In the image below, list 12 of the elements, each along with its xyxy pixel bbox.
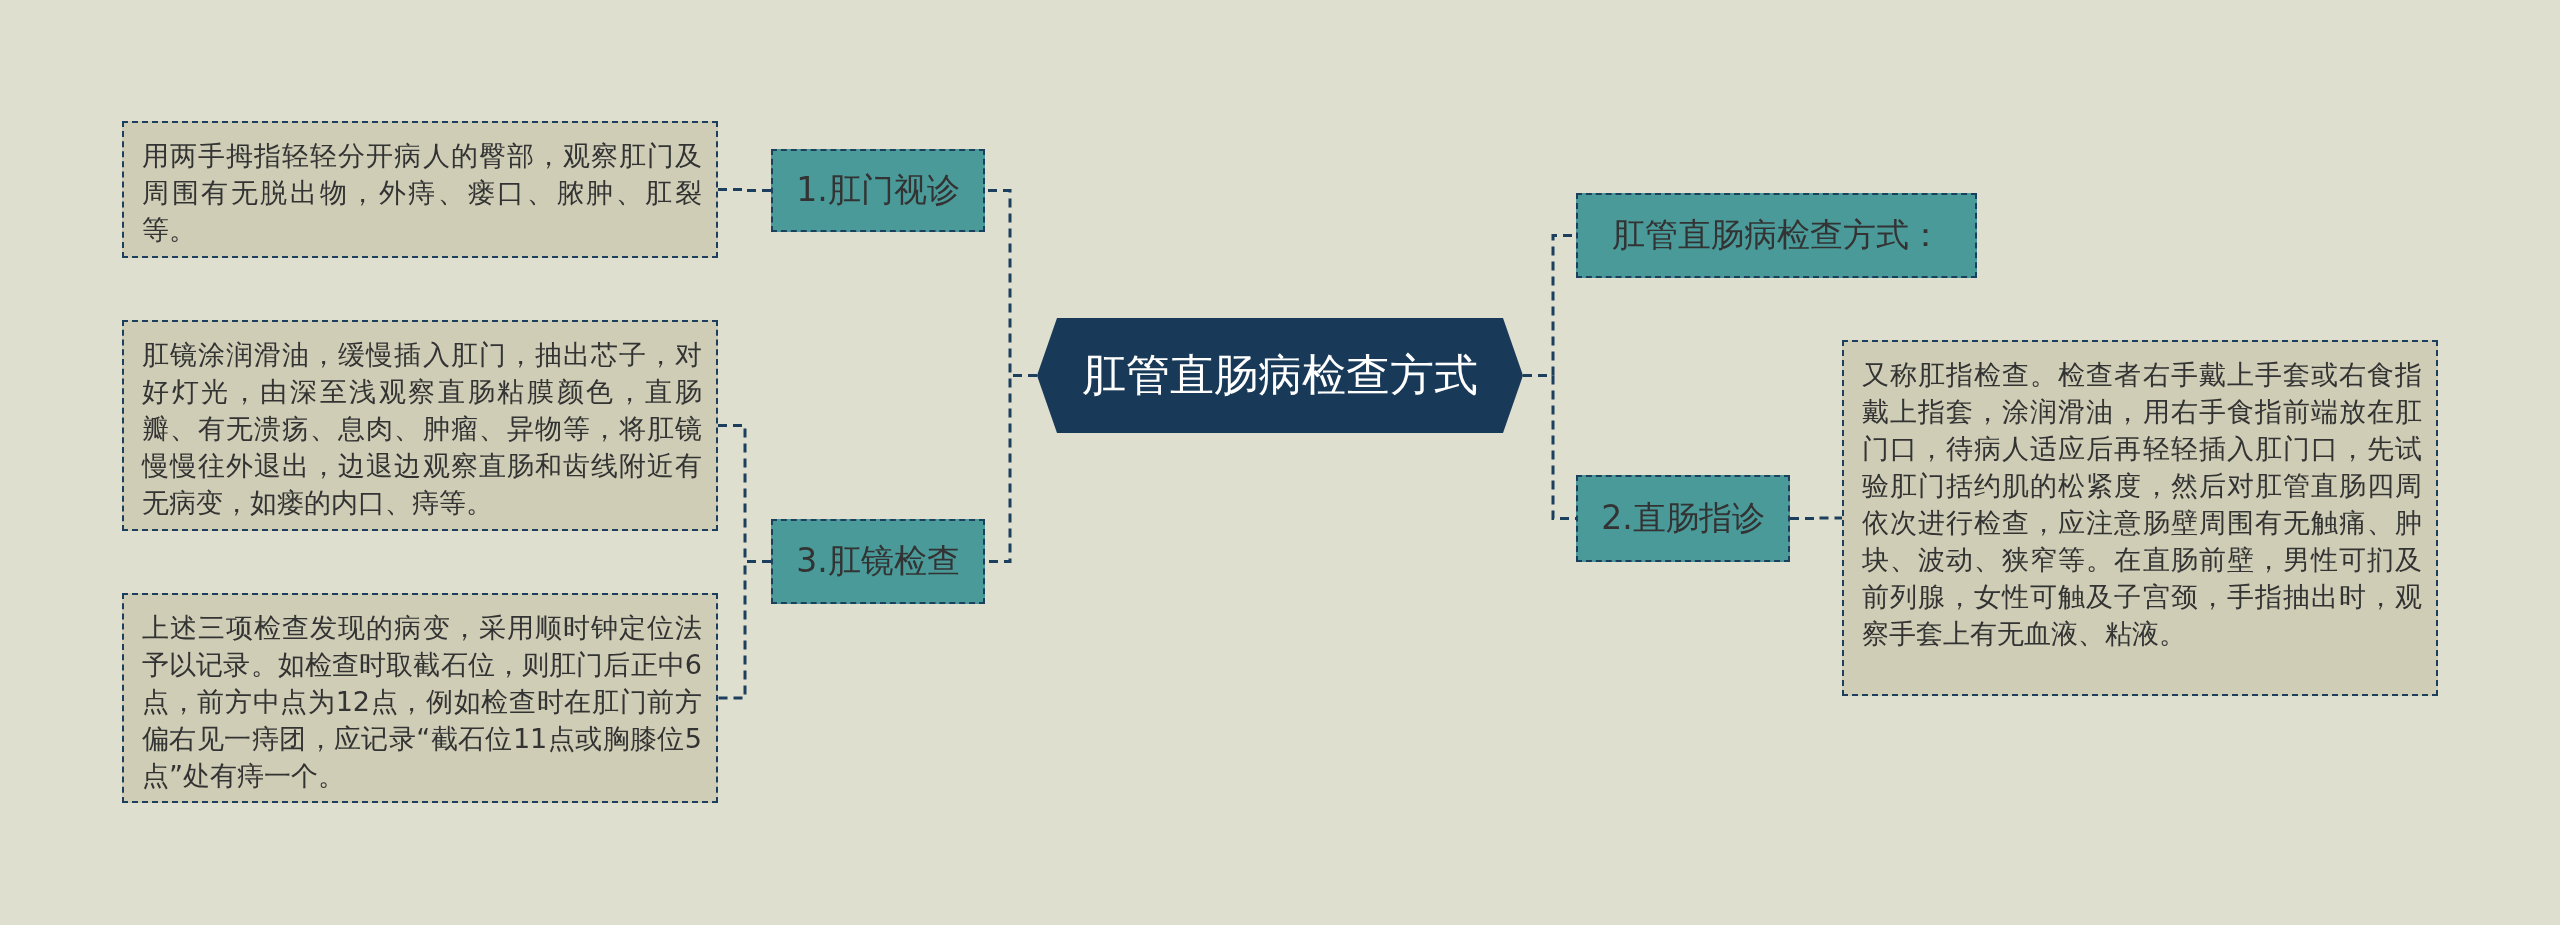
connector	[718, 188, 771, 192]
topic-box: 2.直肠指诊	[1576, 475, 1790, 562]
note-box: 用两手拇指轻轻分开病人的臀部，观察肛门及周围有无脱出物，外痔、瘘口、脓肿、肛裂等。	[122, 121, 718, 258]
connector	[718, 560, 771, 700]
note-box: 又称肛指检查。检查者右手戴上手套或右食指戴上指套，涂润滑油，用右手食指前端放在肛门口，待病人适应后再轻轻插入肛门口，先试验肛门括约肌的松紧度，然后对肛管直肠四周依次进行检查，应注意肠壁周围有无触痛、肿块、波动、狭窄等。在直肠前壁，男性可扪及前列腺，女性可触及子宫颈，手指抽出时，观察手套上有无血液、粘液。	[1842, 340, 2438, 696]
topic-hexagon: 肛管直肠病检查方式	[1037, 318, 1523, 433]
connector	[1790, 516, 1842, 520]
topic-box: 1.肛门视诊	[771, 149, 985, 232]
topic-box: 3.肛镜检查	[771, 519, 985, 604]
heading-box: 肛管直肠病检查方式：	[1576, 193, 1977, 278]
note-box: 肛镜涂润滑油，缓慢插入肛门，抽出芯子，对好灯光，由深至浅观察直肠粘膜颜色，直肠瓣、有无溃疡、息肉、肿瘤、异物等，将肛镜慢慢往外退出，边退边观察直肠和齿线附近有无病变，如瘘的内口、痔等。	[122, 320, 718, 531]
note-box: 上述三项检查发现的病变，采用顺时钟定位法予以记录。如检查时取截石位，则肛门后正中6点，前方中点为12点，例如检查时在肛门前方偏右见一痔团，应记录“截石位11点或胸膝位5点”处有痔一个。	[122, 593, 718, 803]
